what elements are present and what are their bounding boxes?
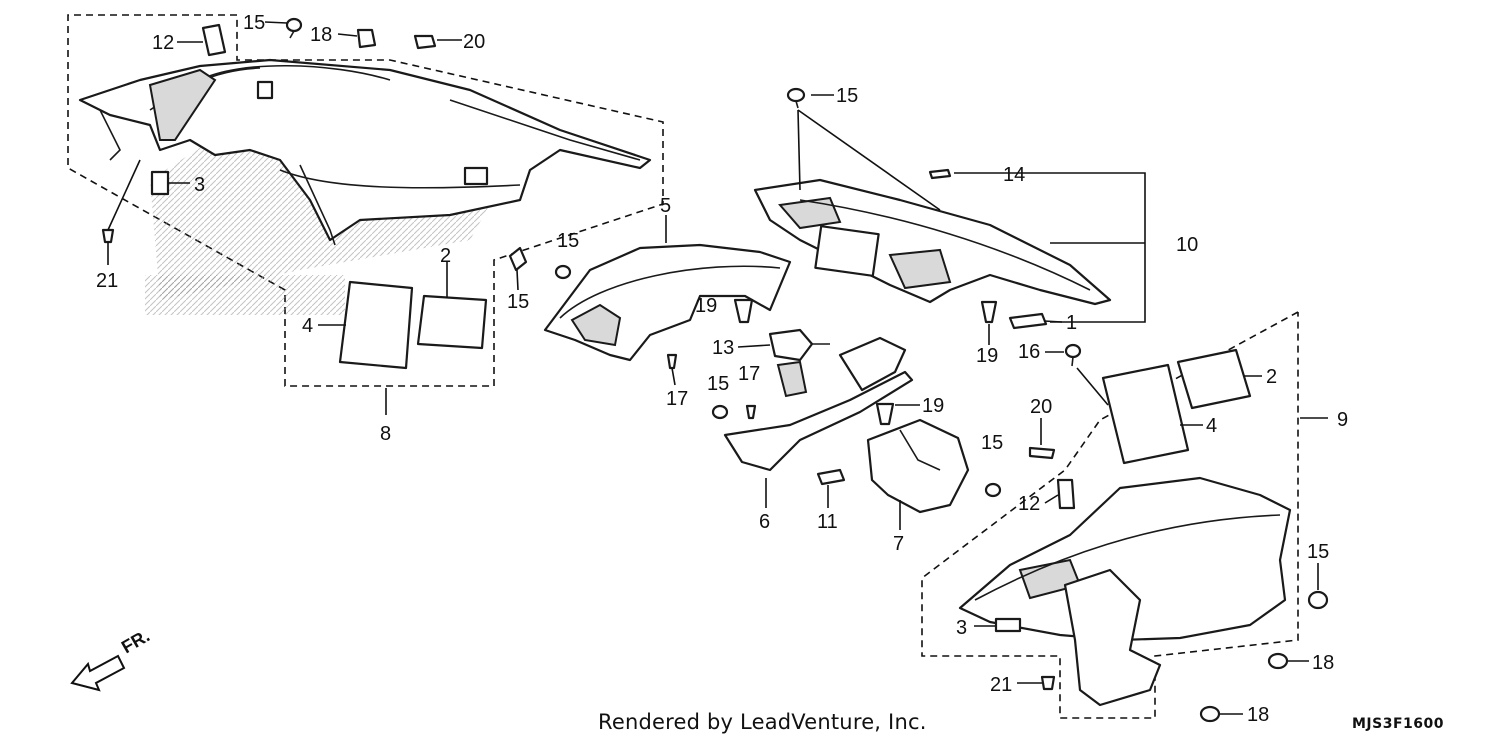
pad-4-right[interactable] (1101, 363, 1190, 465)
cover-10[interactable] (753, 178, 1112, 306)
clip-19-b[interactable] (980, 300, 998, 324)
callout-2a: 2 (440, 245, 451, 267)
callout-15g: 15 (981, 432, 1003, 454)
callout-21a: 21 (96, 270, 118, 292)
callout-12b: 12 (1018, 493, 1040, 515)
diagram-code: MJS3F1600 (1352, 716, 1444, 732)
callout-3b: 3 (956, 617, 967, 639)
grommet-12-right[interactable] (1056, 478, 1076, 510)
callout-18b: 18 (1312, 652, 1334, 674)
callout-5: 5 (660, 195, 671, 217)
callout-19c: 19 (922, 395, 944, 417)
callout-20a: 20 (463, 31, 485, 53)
callout-12a: 12 (152, 32, 174, 54)
callout-17a: 17 (666, 388, 688, 410)
callout-15a: 15 (243, 12, 265, 34)
inner-panel-left[interactable] (78, 58, 652, 246)
callout-6: 6 (759, 511, 770, 533)
callout-15c: 15 (557, 230, 579, 252)
callout-15b: 15 (507, 291, 529, 313)
footer-credit: Rendered by LeadVenture, Inc. (598, 710, 927, 734)
screw-15-left-b[interactable] (508, 246, 528, 272)
grommet-12-left[interactable] (201, 23, 227, 57)
nut-18-top[interactable] (356, 28, 377, 49)
clip-19-a[interactable] (733, 298, 754, 324)
clip-20-right[interactable] (1028, 446, 1056, 460)
lock-13[interactable] (768, 328, 830, 398)
callout-10: 10 (1176, 234, 1198, 256)
group-outline-8 (67, 14, 664, 387)
group-lines-10 (797, 109, 1146, 323)
seal-1[interactable] (1008, 312, 1048, 330)
callout-21b: 21 (990, 674, 1012, 696)
pad-4-left[interactable] (338, 280, 414, 370)
screw-16[interactable] (1064, 343, 1082, 367)
callout-15d: 15 (836, 85, 858, 107)
callout-2b: 2 (1266, 366, 1277, 388)
callout-8: 8 (380, 423, 391, 445)
callout-15f: 15 (1307, 541, 1329, 563)
callout-11: 11 (817, 511, 838, 533)
pad-2-right[interactable] (1176, 348, 1252, 410)
callout-19a: 19 (976, 345, 998, 367)
callout-7: 7 (893, 533, 904, 555)
group-outline-9 (921, 311, 1299, 719)
pin-17-b[interactable] (745, 404, 757, 420)
cover-5[interactable] (543, 243, 792, 362)
clip-19-c[interactable] (875, 402, 895, 426)
screw-15-e[interactable] (711, 404, 729, 420)
pin-17-a[interactable] (666, 353, 678, 370)
screw-15-g[interactable] (984, 482, 1002, 498)
callout-3a: 3 (194, 174, 205, 196)
bolt-21-right[interactable] (1040, 675, 1056, 691)
clip-20-top[interactable] (413, 34, 437, 50)
callout-14: 14 (1003, 164, 1025, 186)
callout-17b: 17 (738, 363, 760, 385)
callout-4a: 4 (302, 315, 313, 337)
screw-15-c[interactable] (554, 264, 572, 280)
pad-2-left[interactable] (416, 294, 488, 350)
callout-18c: 18 (1247, 704, 1269, 726)
callout-20b: 20 (1030, 396, 1052, 418)
screw-15-d[interactable] (786, 87, 806, 109)
callout-19b: 19 (695, 295, 717, 317)
callout-4b: 4 (1206, 415, 1217, 437)
nut-18-low[interactable] (1199, 705, 1221, 723)
screw-15-top[interactable] (285, 17, 303, 39)
callout-15e: 15 (707, 373, 729, 395)
front-direction-arrow-icon (70, 654, 126, 692)
bracket-6[interactable] (723, 336, 914, 472)
clip-3-right[interactable] (994, 617, 1022, 633)
bolt-21-left[interactable] (101, 228, 115, 244)
bracket-7[interactable] (866, 418, 970, 514)
callout-18a: 18 (310, 24, 332, 46)
leader-lines (107, 21, 1328, 715)
clip-11[interactable] (816, 468, 846, 486)
callout-1: 1 (1066, 312, 1077, 334)
seal-14[interactable] (928, 168, 952, 180)
callout-labels: 12 15 18 20 3 21 2 4 15 8 5 15 15 14 10 … (96, 12, 1348, 726)
callout-16: 16 (1018, 341, 1040, 363)
screw-15-f[interactable] (1307, 590, 1329, 610)
nut-18-mid[interactable] (1267, 652, 1289, 670)
callout-13: 13 (712, 337, 734, 359)
inner-panel-right[interactable] (958, 476, 1292, 707)
callout-9: 9 (1337, 409, 1348, 431)
clip-3-left[interactable] (150, 170, 170, 196)
